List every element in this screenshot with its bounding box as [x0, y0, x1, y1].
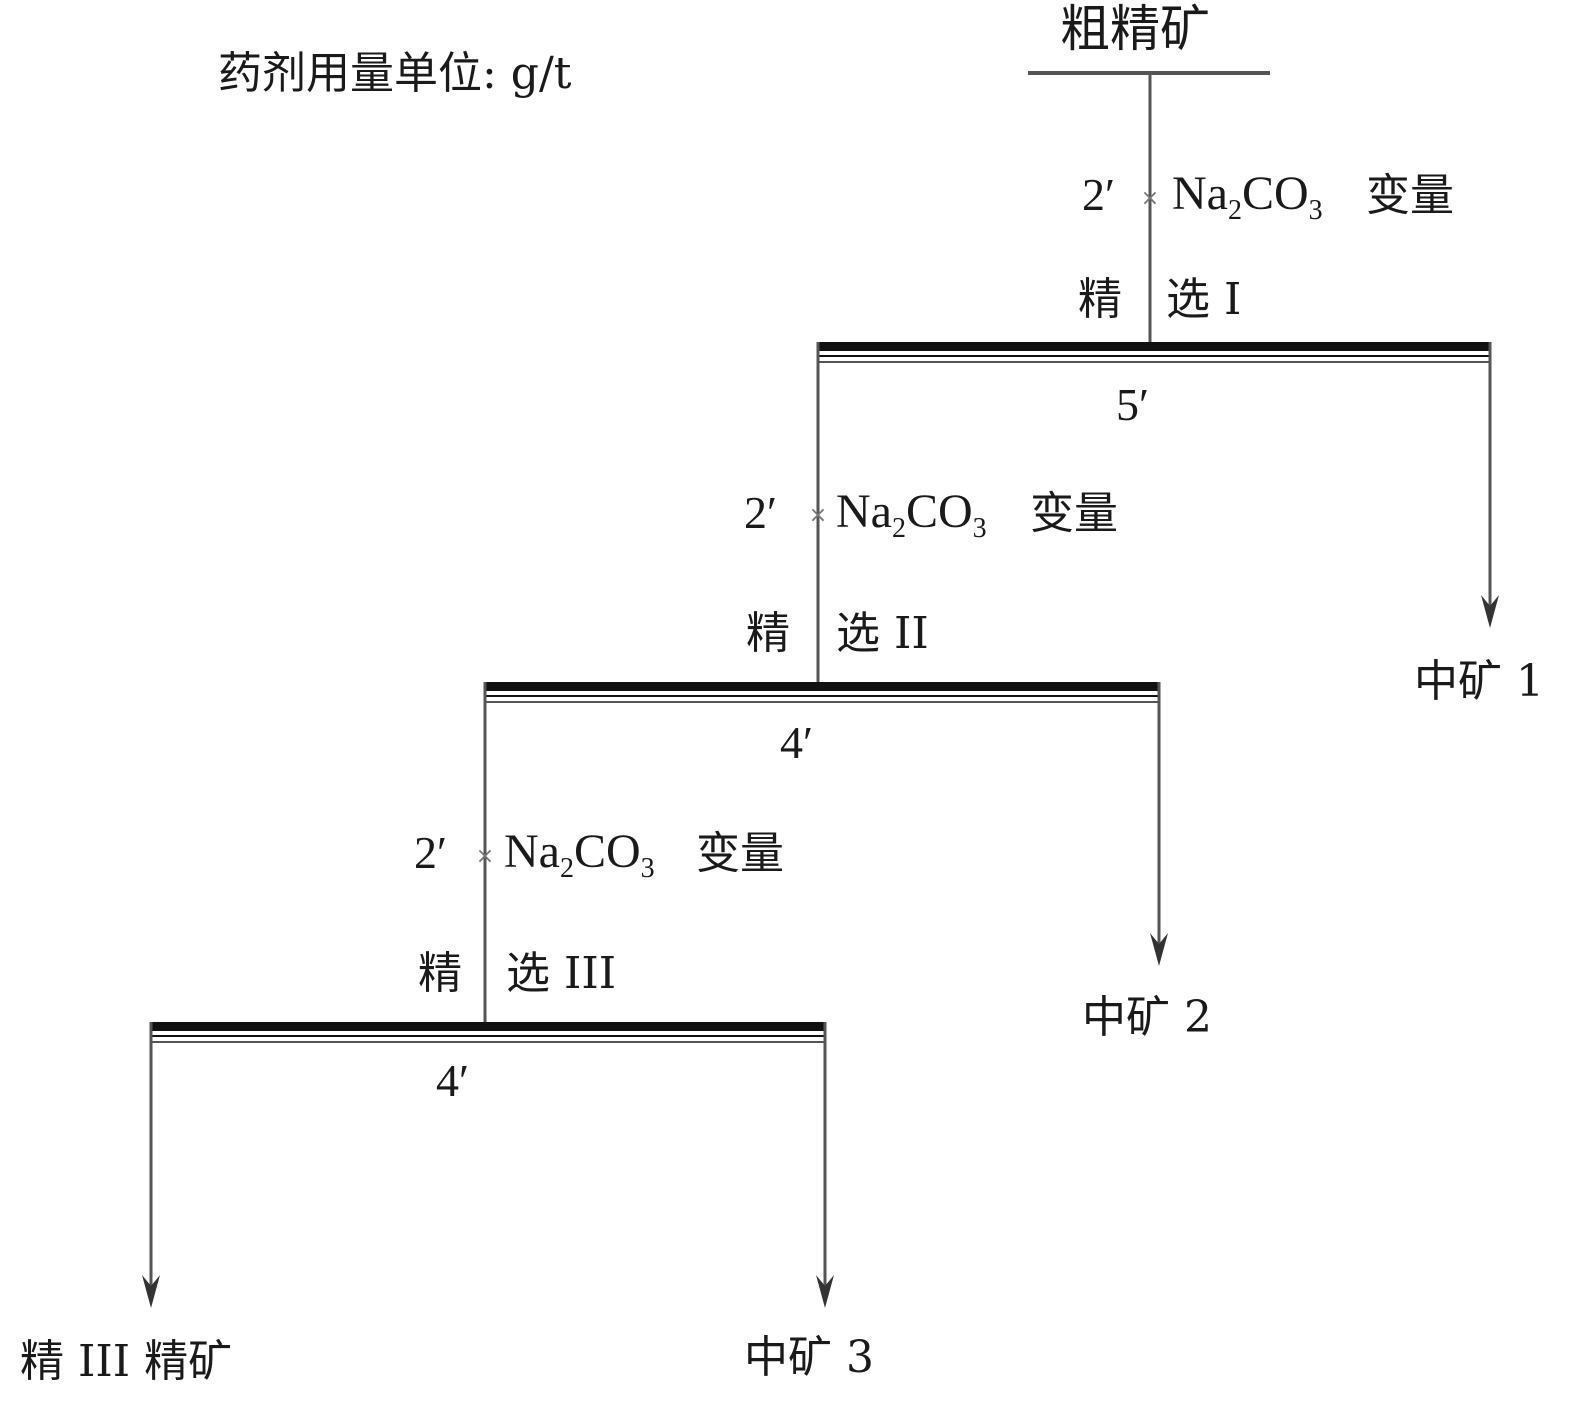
stage-name-right: 选 I: [1166, 274, 1242, 325]
stage-name-left: 精: [1078, 274, 1122, 325]
middling-label: 中矿 2: [1082, 992, 1212, 1043]
reagent-dose: 变量: [1030, 488, 1118, 539]
formula-subscript: 3: [1308, 195, 1323, 226]
units-note: 药剂用量单位: g/t: [218, 48, 572, 99]
middling-label: 中矿 3: [744, 1332, 874, 1383]
reagent-time: 2′: [744, 487, 778, 538]
arrow-down-icon: [142, 1275, 160, 1308]
reagent-time: 2′: [1082, 169, 1116, 220]
stage-name-left: 精: [418, 948, 462, 999]
flotation-time: 4′: [780, 717, 814, 768]
reagent-formula: Na2CO3: [1172, 170, 1323, 225]
reagent-addition-mark-3: ×: [476, 844, 494, 869]
cell-bar-2: [485, 682, 1159, 703]
formula-part: CO: [573, 825, 641, 878]
reagent-dose: 变量: [696, 828, 784, 879]
formula-part: Na: [836, 485, 892, 538]
stage-name-left: 精: [746, 608, 790, 659]
stage-name-right: 选 II: [836, 608, 929, 659]
formula-part: CO: [1241, 167, 1309, 220]
stage-name-right: 选 III: [506, 948, 617, 999]
formula-subscript: 2: [559, 853, 574, 884]
cell-bar-3: [151, 1022, 825, 1043]
reagent-addition-mark-2: ×: [809, 503, 827, 528]
formula-part: Na: [1172, 167, 1228, 220]
flotation-time: 5′: [1116, 379, 1150, 430]
cell-bar-1: [818, 342, 1490, 363]
middling-label: 中矿 1: [1414, 656, 1544, 707]
formula-subscript: 2: [1227, 195, 1242, 226]
reagent-dose: 变量: [1366, 170, 1454, 221]
flotation-time: 4′: [436, 1055, 470, 1106]
arrow-down-icon: [1150, 933, 1168, 966]
arrow-down-icon: [1481, 595, 1499, 628]
reagent-time: 2′: [414, 827, 448, 878]
reagent-formula: Na2CO3: [836, 488, 987, 543]
arrow-down-icon: [816, 1275, 834, 1308]
reagent-formula: Na2CO3: [504, 828, 655, 883]
reagent-addition-mark-1: ×: [1141, 186, 1159, 211]
formula-part: Na: [504, 825, 560, 878]
formula-subscript: 2: [891, 513, 906, 544]
formula-subscript: 3: [972, 513, 987, 544]
final-concentrate-label: 精 III 精矿: [20, 1336, 233, 1387]
feed-label: 粗精矿: [1060, 0, 1210, 58]
formula-subscript: 3: [640, 853, 655, 884]
formula-part: CO: [905, 485, 973, 538]
